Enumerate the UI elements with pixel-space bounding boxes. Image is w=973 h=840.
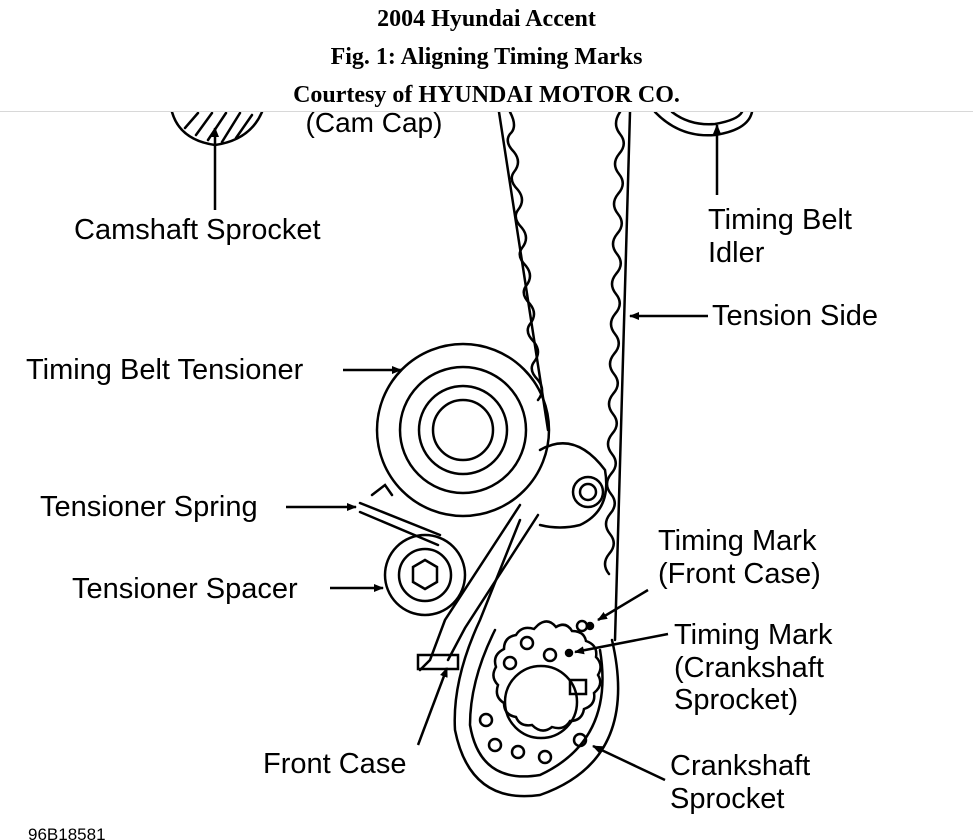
timing-mark-front-line2: (Front Case) [658,558,821,590]
crankshaft-sprocket-label-line2: Sprocket [670,783,784,815]
figure-title: 2004 Hyundai Accent [377,6,596,32]
timing-mark-front-line1: Timing Mark [658,525,817,557]
timing-mark-front-case-dot [585,621,595,631]
idler-label-line1: Timing Belt [708,204,852,236]
idler-pulley-shape [653,112,754,137]
timing-mark-crank-dot [564,648,574,658]
timing-belt [453,112,632,798]
crankshaft-sprocket-label-line1: Crankshaft [670,750,810,782]
tension-side-label: Tension Side [712,300,878,332]
tensioner-pulley-shape [375,342,551,518]
tensioner-spring-shape [358,483,442,547]
front-case-label: Front Case [263,748,406,780]
tensioner-spring-label: Tensioner Spring [40,491,258,523]
cam-cap-label: (Cam Cap) [306,107,443,138]
figure-caption: Fig. 1: Aligning Timing Marks [330,44,643,70]
idler-label-line2: Idler [708,237,765,269]
timing-mark-crank-line1: Timing Mark [674,619,833,651]
front-case-plate [416,442,608,672]
figure-credit: Courtesy of HYUNDAI MOTOR CO. [293,82,680,108]
figure-code: 96B18581 [28,825,106,840]
leader-arrows [211,124,721,782]
figure-header: 2004 Hyundai Accent Fig. 1: Aligning Tim… [0,0,973,112]
tensioner-label: Timing Belt Tensioner [26,354,304,386]
camshaft-sprocket-shape [170,112,264,147]
tensioner-spacer-label: Tensioner Spacer [72,573,298,605]
timing-mark-crank-line2: (Crankshaft [674,652,824,684]
tensioner-spacer-shape [383,533,467,617]
camshaft-sprocket-label: Camshaft Sprocket [74,214,321,246]
timing-mark-crank-line3: Sprocket) [674,684,798,716]
